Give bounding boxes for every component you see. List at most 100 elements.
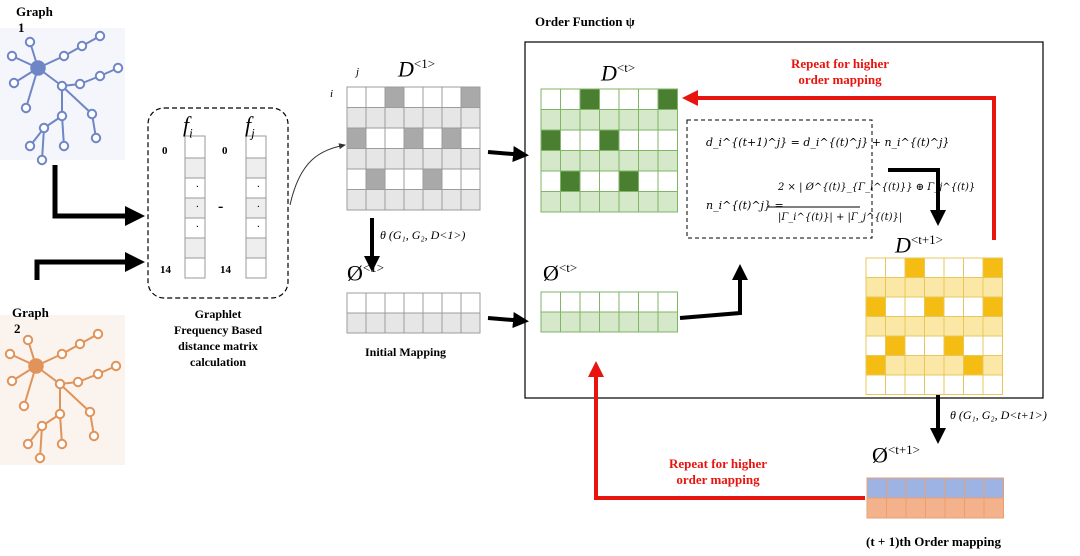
graph1-to-graphlet-arrow: [52, 165, 145, 226]
order-mapping-caption: (t + 1)th Order mapping: [866, 534, 1002, 549]
matrix-cell: [384, 148, 405, 170]
graph2-network: [4, 328, 122, 464]
matrix-cell: [460, 107, 481, 129]
matrix-cell: [638, 88, 659, 110]
matrix-cell: [384, 168, 405, 190]
matrix-cell: [638, 109, 659, 131]
matrix-cell: [885, 316, 906, 337]
matrix-cell: [441, 168, 462, 190]
matrix-cell: [963, 335, 984, 356]
matrix-cell: [540, 170, 561, 192]
graph-edge: [41, 127, 45, 161]
axis-j-label: j: [356, 66, 360, 78]
matrix-cell: [982, 277, 1003, 298]
output-cell: [905, 497, 926, 519]
matrix-cell: [865, 335, 886, 356]
fj-bottom-index: 14: [220, 264, 231, 276]
matrix-cell: [460, 168, 481, 190]
matrix-cell: [599, 109, 620, 131]
fi-bottom-index: 14: [160, 264, 171, 276]
matrix-cell: [384, 127, 405, 149]
matrix-cell: [904, 296, 925, 317]
matrix-cell: [365, 86, 386, 108]
matrix-cell: [943, 296, 964, 317]
matrix-cell: [540, 191, 561, 213]
graphlet-box: [147, 107, 289, 299]
matrix-cell: [924, 355, 945, 376]
formula-box: [686, 119, 873, 239]
graph-node: [22, 334, 34, 346]
matrix-cell: [963, 374, 984, 395]
vector-cell: [245, 157, 267, 179]
graph-hub-node: [28, 358, 44, 374]
output-cell: [983, 497, 1004, 519]
matrix-cell: [560, 170, 581, 192]
matrix-cell: [403, 107, 424, 129]
matrix-cell: [924, 257, 945, 278]
repeat-bottom-arrow: [588, 361, 865, 500]
output-cell: [866, 497, 887, 519]
repeat-top-label: Repeat for higher order mapping: [791, 56, 889, 87]
matrix-cell: [540, 88, 561, 110]
phi1-cell: [346, 292, 367, 314]
vector-cell: [184, 157, 206, 179]
graph-node: [74, 338, 86, 350]
matrix-cell: [618, 109, 639, 131]
fj-top-index: 0: [222, 145, 228, 157]
matrix-cell: [982, 296, 1003, 317]
graph-hub-node: [30, 60, 46, 76]
matrix-cell: [599, 150, 620, 172]
vector-cell: [245, 217, 267, 239]
matrix-cell: [579, 109, 600, 131]
matrix-cell: [943, 335, 964, 356]
phit-cell: [540, 291, 561, 313]
graphlet-caption: Graphlet Frequency Based distance matrix…: [173, 307, 263, 369]
matrix-cell: [384, 107, 405, 129]
matrix-cell: [963, 257, 984, 278]
matrix-cell: [963, 316, 984, 337]
fi-dot-2: .: [196, 198, 199, 210]
graph-node: [36, 420, 48, 432]
matrix-cell: [963, 355, 984, 376]
output-cell: [983, 477, 1004, 499]
graph-node: [72, 376, 84, 388]
dt1-matrix: [865, 257, 1003, 395]
matrix-cell: [982, 355, 1003, 376]
output-theta-label: θ (G₁, G₂, D<t+1>): [950, 408, 1047, 422]
matrix-cell: [599, 170, 620, 192]
graph-node: [110, 360, 122, 372]
matrix-cell: [618, 150, 639, 172]
phi1-cell: [403, 292, 424, 314]
graph-node: [36, 154, 48, 166]
fj-dot-1: .: [257, 178, 260, 190]
matrix-cell: [599, 88, 620, 110]
matrix-cell: [982, 257, 1003, 278]
output-cell: [905, 477, 926, 499]
phi1-cell: [403, 312, 424, 334]
matrix-cell: [638, 150, 659, 172]
matrix-cell: [403, 127, 424, 149]
matrix-cell: [460, 148, 481, 170]
phit-cell: [618, 311, 639, 333]
matrix-cell: [885, 257, 906, 278]
matrix-cell: [657, 129, 678, 151]
graph-node: [6, 50, 18, 62]
d1-to-dt-arrow: [487, 146, 529, 163]
matrix-cell: [638, 129, 659, 151]
matrix-cell: [885, 277, 906, 298]
output-cell: [944, 497, 965, 519]
matrix-cell: [346, 86, 367, 108]
initial-theta-label: θ (G₁, G₂, D<1>): [380, 228, 466, 242]
matrix-cell: [865, 355, 886, 376]
graph-edge: [61, 85, 93, 115]
matrix-cell: [904, 355, 925, 376]
matrix-cell: [657, 191, 678, 213]
matrix-cell: [346, 127, 367, 149]
initial-mapping-caption: Initial Mapping: [365, 345, 447, 359]
output-cell: [925, 497, 946, 519]
graph-node: [76, 40, 88, 52]
matrix-cell: [365, 107, 386, 129]
d1-label: D<1>: [398, 56, 436, 82]
graph-node: [92, 328, 104, 340]
graph2-number: 2: [14, 321, 21, 336]
